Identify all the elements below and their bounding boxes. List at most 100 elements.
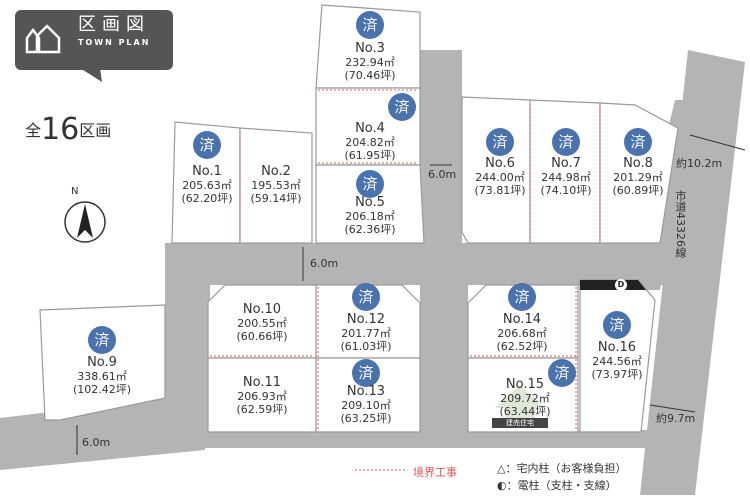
- sold-badge: 済: [193, 131, 221, 159]
- south-road: [165, 430, 660, 448]
- lot-number: No.7: [551, 156, 581, 171]
- sold-badge: 済: [356, 170, 384, 198]
- lot-tsubo: (70.46坪): [344, 68, 396, 82]
- lot-area: 206.68㎡: [497, 326, 547, 340]
- lot-tsubo: (63.44坪): [499, 404, 551, 418]
- lot-tsubo: (62.52坪): [496, 339, 548, 353]
- lot-area: 201.29㎡: [613, 170, 663, 184]
- road-width-right-top: 約10.2m: [676, 157, 723, 170]
- sold-badge: 済: [508, 283, 536, 311]
- lot-area: 244.98㎡: [541, 170, 591, 184]
- lot-tsubo: (62.36坪): [344, 222, 396, 236]
- lot-area: 244.56㎡: [592, 354, 642, 368]
- lot-tsubo: (73.81坪): [474, 183, 526, 197]
- lot-number: No.9: [87, 355, 117, 370]
- lot-number: No.2: [261, 164, 291, 179]
- legend-triangle: △：宅内柱（お客様負担）: [497, 462, 627, 475]
- lot-area: 195.53㎡: [251, 178, 301, 192]
- lot-number: No.6: [485, 156, 515, 171]
- lot-tsubo: (73.97坪): [591, 367, 643, 381]
- speech-tail: [80, 68, 102, 82]
- header-badge: [15, 10, 173, 70]
- lot-number: No.14: [502, 312, 542, 327]
- road-width-main: 6.0m: [310, 257, 339, 270]
- lot-area: 338.61㎡: [77, 369, 127, 383]
- sold-badge: 済: [352, 283, 380, 311]
- compass-label: N: [71, 186, 79, 197]
- legend-boundary: 境界工事: [413, 466, 457, 479]
- city-road-label: 市道43326線: [674, 190, 687, 258]
- lot-tsubo: (74.10坪): [540, 183, 592, 197]
- sold-badge: 済: [356, 11, 384, 39]
- lot-tsubo: (60.89坪): [612, 183, 664, 197]
- lot-area: 206.93㎡: [237, 389, 287, 403]
- lot-number: No.13: [346, 384, 386, 399]
- house-icon: [25, 24, 61, 54]
- lot-number: No.8: [623, 156, 653, 171]
- sold-badge: 済: [486, 128, 514, 156]
- lot-tsubo: (59.14坪): [250, 191, 302, 205]
- lot-number: No.4: [355, 121, 385, 136]
- sold-badge: 済: [548, 359, 576, 387]
- lot-area: 204.82㎡: [345, 135, 395, 149]
- marker-d: D: [615, 279, 627, 291]
- lot-area: 206.18㎡: [345, 209, 395, 223]
- middle-road: [420, 283, 468, 435]
- lot-number: No.12: [346, 312, 386, 327]
- north-road: [420, 50, 462, 245]
- lot-tsubo: (63.25坪): [340, 411, 392, 425]
- city-road: [640, 50, 745, 495]
- lot-area: 244.00㎡: [475, 170, 525, 184]
- header-subtitle: TOWN PLAN: [78, 38, 151, 47]
- sold-badge: 済: [624, 128, 652, 156]
- road-width-southwest: 6.0m: [82, 436, 111, 449]
- lot-count: 全16区画: [25, 112, 112, 147]
- sold-badge: 済: [552, 128, 580, 156]
- ready-built-tag: 建売住宅: [492, 418, 548, 428]
- sold-badge: 済: [352, 359, 380, 387]
- lot-tsubo: (62.20坪): [181, 191, 233, 205]
- compass-icon: [64, 201, 106, 243]
- lot-number: No.15: [505, 377, 545, 392]
- lot-tsubo: (102.42坪): [72, 382, 132, 396]
- boundary-lines: [210, 89, 601, 471]
- lot-area: 205.63㎡: [182, 178, 232, 192]
- lot-area: 232.94㎡: [345, 55, 395, 69]
- sold-badge: 済: [388, 93, 416, 121]
- lot-area: 209.10㎡: [341, 398, 391, 412]
- lot-number: No.16: [597, 340, 637, 355]
- legend-pole: ◐：電柱（支柱・支線）: [497, 479, 617, 492]
- lot-number: No.5: [355, 195, 385, 210]
- dimension-arrows: [76, 134, 746, 455]
- sold-badge: 済: [88, 326, 116, 354]
- lot-number: No.3: [355, 41, 385, 56]
- sold-badge: 済: [603, 311, 631, 339]
- lot-tsubo: (61.03坪): [340, 339, 392, 353]
- lot-tsubo: (61.95坪): [344, 148, 396, 162]
- road-width-right-bottom: 約9.7m: [656, 412, 696, 425]
- lot-number: No.1: [192, 164, 222, 179]
- lot-tsubo: (60.66坪): [236, 329, 288, 343]
- lot-tsubo: (62.59坪): [236, 402, 288, 416]
- road-width-north: 6.0m: [428, 168, 457, 181]
- header-title: 区画図: [78, 14, 150, 35]
- roads: [0, 50, 745, 495]
- lot-number: No.11: [242, 375, 282, 390]
